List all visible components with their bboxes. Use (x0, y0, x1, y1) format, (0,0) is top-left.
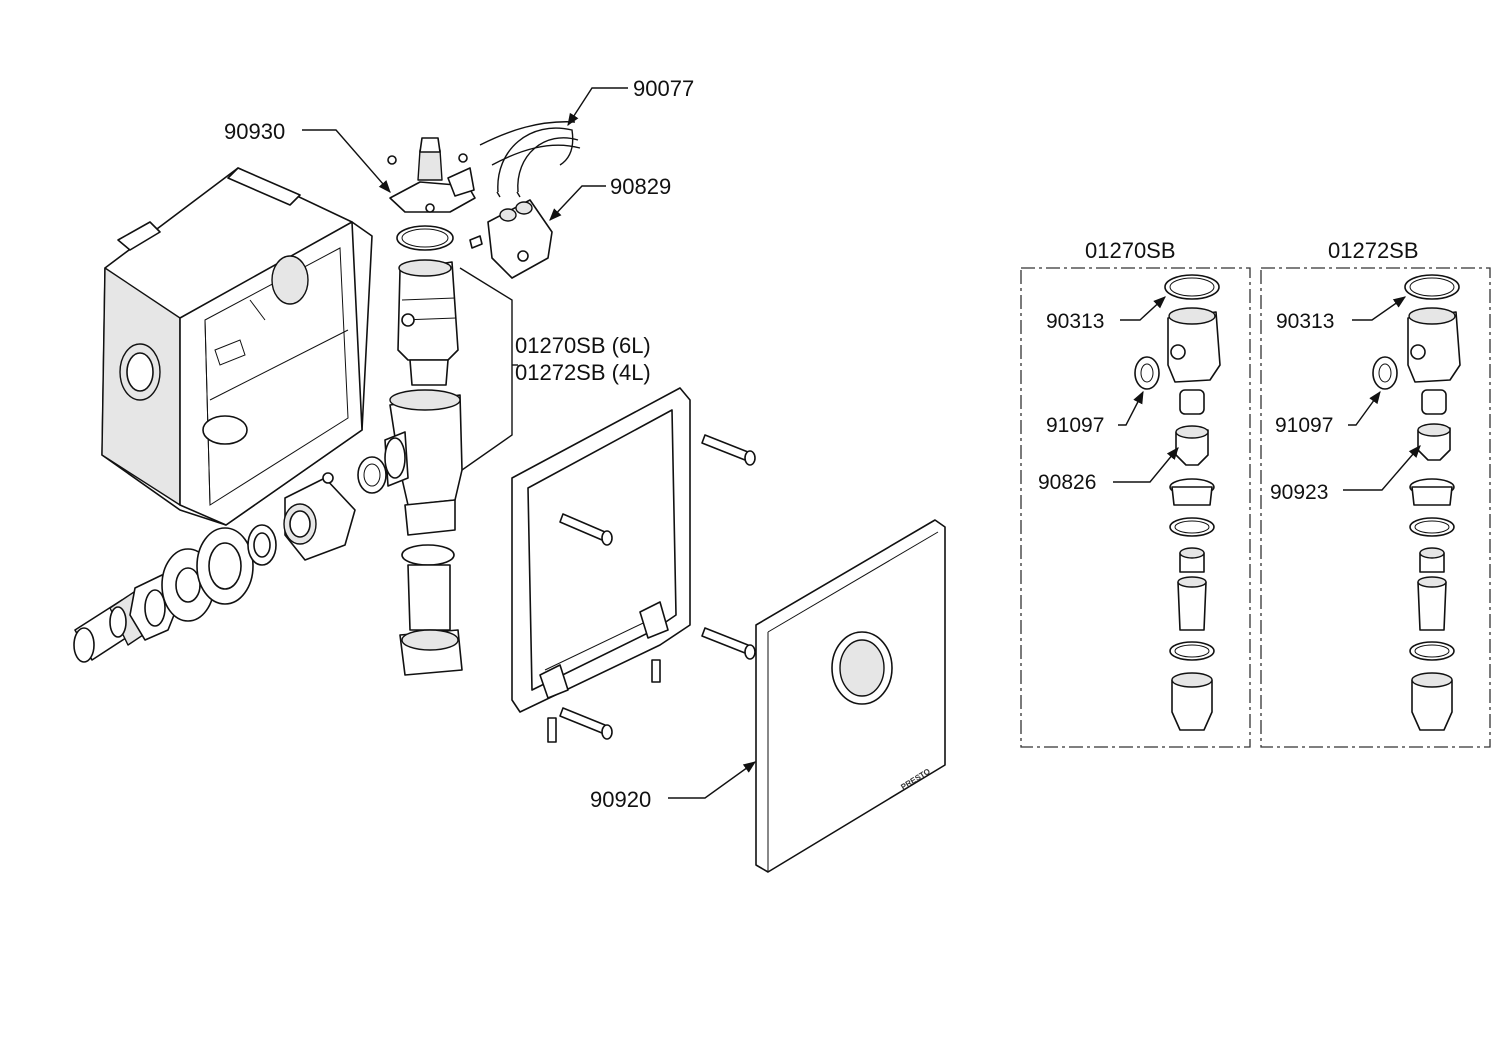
cover-plate: PRESTO (755, 519, 946, 873)
label-assembly-4l: 01272SB (4L) (515, 360, 651, 385)
kit-4l-label-washer: 91097 (1275, 414, 1333, 437)
kit-6l-label-washer: 91097 (1046, 414, 1104, 437)
leader-90829 (549, 185, 606, 221)
valve-body (357, 389, 463, 536)
screw-top-right (701, 434, 756, 466)
kit-title-01270sb: 01270SB (1085, 238, 1176, 263)
union-connector (283, 472, 356, 561)
leader-90920 (668, 761, 757, 799)
outlet-nut (399, 544, 463, 676)
kit-6l-label-o-ring: 90313 (1046, 310, 1104, 333)
head-o-ring (396, 225, 454, 251)
label-90920: 90920 (590, 787, 651, 812)
tubes (479, 121, 581, 198)
label-assembly-6l: 01270SB (6L) (515, 333, 651, 358)
label-90829: 90829 (610, 174, 671, 199)
wall-box (101, 167, 373, 526)
pin-left (547, 717, 557, 743)
leader-90930 (302, 129, 391, 193)
screw-frame-mid (559, 513, 613, 546)
valve-head (387, 137, 476, 213)
leader-90077 (567, 87, 628, 127)
tube-connector-block (469, 199, 553, 279)
assembly-bracket (459, 267, 513, 471)
label-90930: 90930 (224, 119, 285, 144)
kit-panel-01270sb: 01270SB (1020, 238, 1251, 748)
pin-right (651, 659, 661, 683)
wall-flange (196, 527, 254, 605)
kit-4l-label-o-ring: 90313 (1276, 310, 1334, 333)
screw-bottom-right (701, 627, 756, 660)
cartridge (397, 259, 459, 386)
mounting-frame (511, 387, 691, 713)
kit-panel-01272sb: 01272SB (1260, 238, 1491, 748)
kit-title-01272sb: 01272SB (1328, 238, 1419, 263)
screw-bottom (559, 707, 613, 740)
kit-4l-label-piston: 90923 (1270, 481, 1328, 504)
kit-6l-label-piston: 90826 (1038, 471, 1096, 494)
small-washer (247, 524, 277, 566)
label-90077: 90077 (633, 76, 694, 101)
